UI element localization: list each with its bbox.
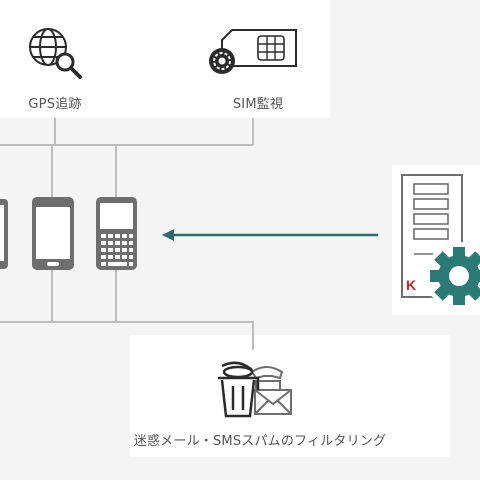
bottom-bus-line [0,321,254,350]
smartphone-icon [32,197,74,270]
sim-card-gear-icon [209,29,297,74]
sim-monitoring-label: SIM監視 [232,97,284,112]
globe-search-icon [29,28,82,79]
mail-icon [254,389,292,415]
trash-phone-mail-icon [218,361,292,418]
trash-can-icon [218,361,260,418]
spam-filtering-label: 迷惑メール・SMSスパムのフィルタリング [133,434,387,449]
server-gear-icon: K [401,174,480,310]
gps-tracking-label: GPS追跡 [28,97,82,112]
smartphone-icon-partial [0,199,8,269]
gear-icon [425,242,480,310]
keypad-phone-icon [96,197,137,270]
push-arrow [162,229,378,241]
connector-lines [0,118,254,350]
server-badge-letter: K [406,277,416,293]
